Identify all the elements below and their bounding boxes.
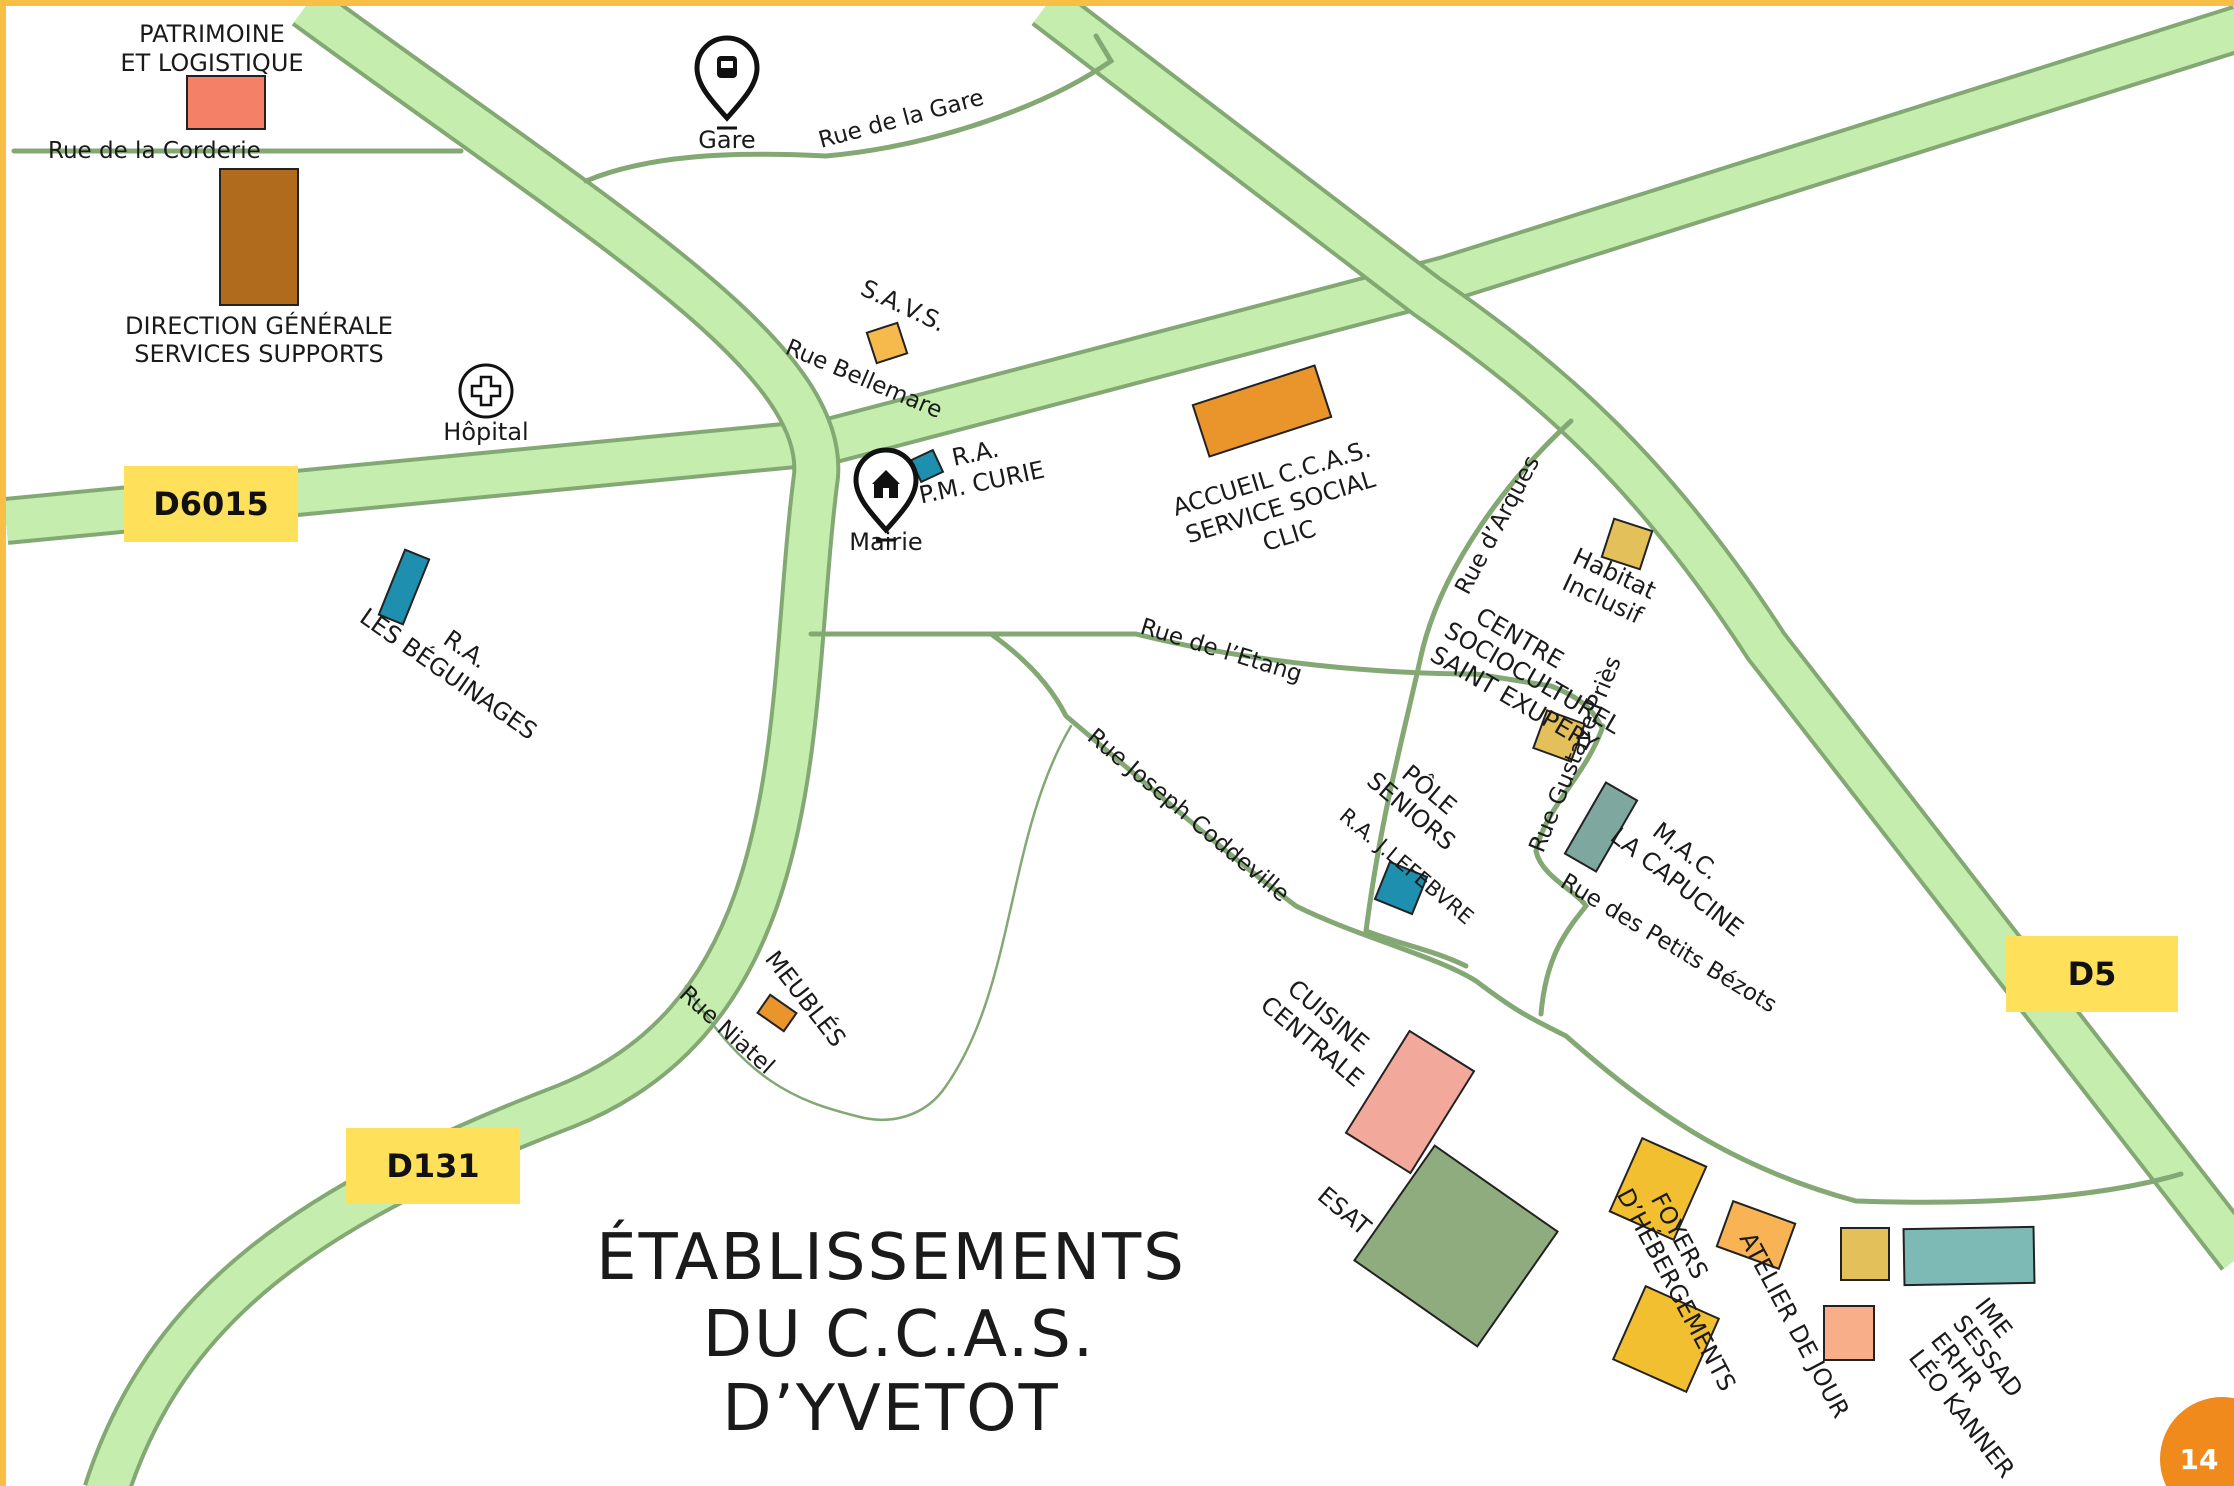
building-meubles	[756, 993, 798, 1033]
building-ra-beguinages	[377, 548, 431, 626]
label-savs: S.A.V.S.	[856, 274, 950, 338]
building-ime-long	[1902, 1225, 2036, 1287]
townhall-pin-icon	[853, 447, 919, 542]
street-label-coddeville: Rue Joseph Coddeville	[1082, 724, 1294, 908]
map-title-line-3: D’YVETOT	[722, 1372, 1060, 1446]
street-arques	[1363, 418, 1574, 934]
label-patrimoine-1: PATRIMOINE	[139, 20, 285, 48]
street-niatel	[684, 724, 1073, 1121]
building-patrimoine	[186, 75, 266, 130]
map-title: ÉTABLISSEMENTS DU C.C.A.S. D’YVETOT	[596, 1219, 1186, 1446]
train-pin-icon	[694, 35, 760, 130]
building-cuisine	[1344, 1029, 1476, 1175]
map-title-line-2: DU C.C.A.S.	[703, 1298, 1096, 1372]
poi-label-mairie: Mairie	[849, 528, 922, 556]
building-esat	[1353, 1144, 1559, 1348]
label-direction-2: SERVICES SUPPORTS	[134, 340, 384, 368]
building-habitat	[1600, 517, 1654, 571]
label-esat: ESAT	[1312, 1181, 1376, 1241]
building-ime-pink	[1823, 1305, 1875, 1361]
building-foyers-bottom	[1611, 1284, 1721, 1394]
road-label-d5: D5	[2068, 955, 2117, 993]
road-badge-d6015: D6015	[124, 466, 298, 542]
building-ime-small	[1840, 1227, 1890, 1281]
street-coddeville	[988, 631, 2184, 1205]
city-map: D6015 D131 D5 Rue de la Corderie Rue de …	[6, 6, 2234, 1486]
building-centre	[1532, 709, 1586, 763]
label-direction-1: DIRECTION GÉNÉRALE	[125, 311, 393, 340]
road-d6015	[6, 6, 2234, 545]
street-label-corderie: Rue de la Corderie	[48, 138, 261, 164]
label-ra-beguinages-2: LES BÉGUINAGES	[355, 602, 543, 746]
map-title-line-1: ÉTABLISSEMENTS	[596, 1219, 1186, 1295]
street-gustave	[1533, 723, 1606, 1017]
page-number-badge: 14	[2160, 1397, 2234, 1486]
road-badge-d131: D131	[346, 1128, 520, 1204]
building-foyers-top	[1608, 1136, 1708, 1242]
poi-label-gare: Gare	[698, 126, 755, 154]
road-badge-d5: D5	[2006, 936, 2178, 1012]
buildings	[186, 75, 2036, 1394]
street-label-arques: Rue d’Arques	[1450, 452, 1545, 599]
street-etang	[808, 631, 1604, 729]
poi-labels: Gare Mairie Hôpital	[443, 126, 922, 556]
major-roads	[6, 6, 2234, 1486]
street-label-etang: Rue de l’Etang	[1137, 614, 1305, 688]
building-savs	[865, 321, 909, 365]
building-direction	[219, 168, 299, 306]
label-patrimoine-2: ET LOGISTIQUE	[120, 49, 303, 77]
street-petits-bezots	[1363, 928, 1469, 969]
poi-label-hopital: Hôpital	[443, 418, 528, 446]
page-number: 14	[2180, 1443, 2219, 1476]
hospital-cross-icon	[458, 363, 514, 419]
minor-streets	[11, 33, 2184, 1205]
road-label-d131: D131	[386, 1147, 479, 1185]
building-accueil	[1191, 364, 1333, 458]
building-atelier	[1715, 1199, 1797, 1271]
street-gare	[583, 33, 1115, 184]
building-mac	[1563, 781, 1639, 873]
building-pole	[1373, 860, 1429, 916]
road-label-d6015: D6015	[153, 485, 269, 523]
